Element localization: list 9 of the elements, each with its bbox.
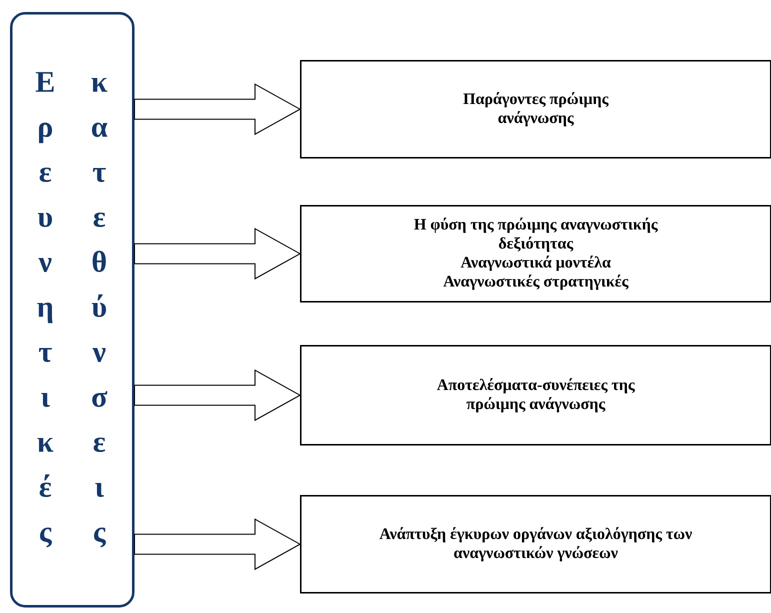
block-arrow <box>134 369 302 422</box>
rounded-panel: Ερευνητικές κατεθύνσεις <box>10 12 134 608</box>
block-arrow <box>134 83 302 136</box>
text-box: Η φύση της πρώιμης αναγνωστικής δεξιότητας Αναγνωστικά μοντέλα Αναγνωστικές στρατηγικές <box>300 205 771 302</box>
block-arrow <box>134 228 302 280</box>
block-arrow <box>134 518 302 570</box>
text-box: Αποτελέσματα-συνέπειες της πρώιμης ανάγνωσης <box>300 345 771 446</box>
text-box: Ανάπτυξη έγκυρων οργάνων αξιολόγησης των αναγνωστικών γνώσεων <box>300 495 771 594</box>
text-box: Παράγοντες πρώιμης ανάγνωσης <box>300 60 771 158</box>
